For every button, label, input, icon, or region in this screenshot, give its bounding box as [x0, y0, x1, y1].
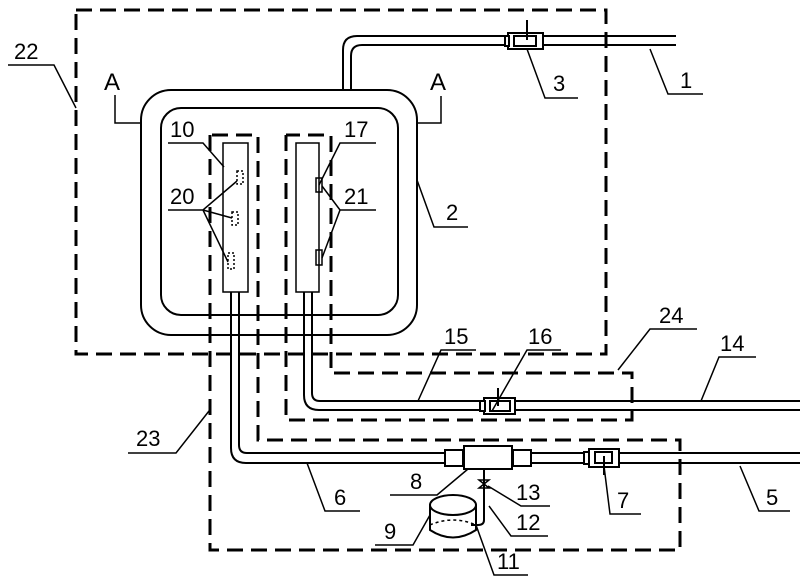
sensor-20c	[227, 252, 235, 270]
label-16: 16	[528, 324, 552, 349]
heater-17	[295, 142, 320, 293]
label-17: 17	[344, 117, 368, 142]
vessel-inner	[160, 107, 399, 316]
label-9: 9	[384, 519, 396, 544]
label-2: 2	[446, 200, 458, 225]
pipe-1-inner	[350, 44, 676, 90]
label-14: 14	[720, 331, 744, 356]
pipe-15-inner	[311, 292, 800, 402]
label-11: 11	[497, 549, 520, 574]
section-mark-right: A	[430, 69, 446, 96]
label-15: 15	[444, 324, 468, 349]
label-13: 13	[516, 480, 540, 505]
filter-8	[444, 445, 532, 470]
sensor-20b	[231, 211, 239, 226]
label-8: 8	[410, 469, 422, 494]
label-3: 3	[553, 71, 565, 96]
label-21: 21	[344, 184, 368, 209]
sensor-21a	[315, 177, 323, 193]
vessel-outer	[140, 89, 418, 336]
drain-pipe-12	[471, 469, 485, 526]
boundary-24	[284, 133, 634, 422]
valve-3	[504, 20, 544, 50]
label-7: 7	[617, 488, 629, 513]
label-23: 23	[136, 426, 160, 451]
label-10: 10	[170, 117, 194, 142]
valve-13	[476, 479, 492, 489]
heater-10	[222, 142, 249, 293]
label-6: 6	[334, 485, 346, 510]
section-line-right	[417, 96, 442, 124]
section-line-left	[114, 95, 141, 124]
boundary-23	[208, 133, 682, 552]
boundary-22	[74, 8, 608, 356]
label-12: 12	[516, 510, 540, 535]
label-5: 5	[766, 485, 778, 510]
pipe-6	[230, 292, 448, 464]
pipe-1	[342, 35, 676, 90]
label-24: 24	[659, 303, 683, 328]
pipe-15	[303, 292, 800, 411]
label-20: 20	[170, 184, 194, 209]
leader-lines	[8, 48, 790, 576]
section-mark-left: A	[104, 69, 120, 96]
label-22: 22	[14, 39, 38, 64]
sensor-20a	[236, 170, 244, 185]
valve-7	[583, 448, 620, 475]
tank-9	[429, 494, 477, 539]
pipe-5	[530, 452, 800, 464]
label-1: 1	[680, 68, 692, 93]
pipe-6-inner	[238, 292, 448, 454]
